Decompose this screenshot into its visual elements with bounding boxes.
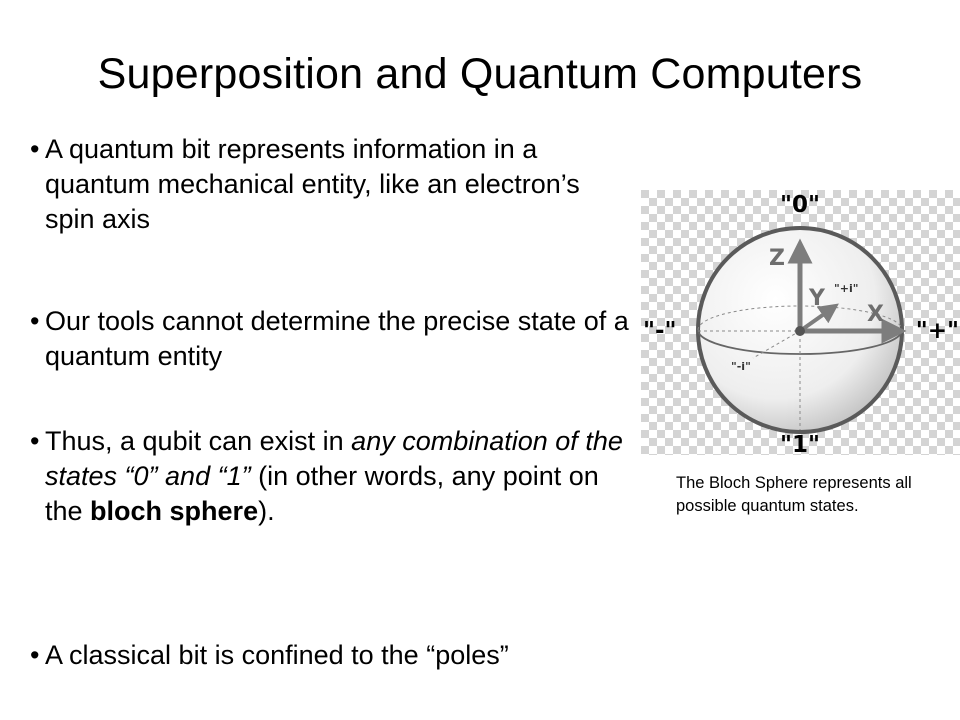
state-label-minus: "-" [643, 318, 677, 344]
state-label-plus-i: "+i" [834, 282, 858, 295]
bullet-marker: • [30, 306, 40, 336]
state-label-zero: "0" [780, 192, 820, 218]
axis-label-y: Y [808, 286, 826, 311]
axis-label-x: X [867, 302, 884, 327]
bullet-marker: • [30, 426, 40, 456]
state-label-one: "1" [780, 432, 820, 455]
axis-label-z: Z [769, 246, 785, 271]
bold-term: bloch sphere [90, 496, 259, 526]
bullet-text: Our tools cannot determine the precise s… [45, 306, 629, 371]
slide-title: Superposition and Quantum Computers [97, 50, 863, 98]
state-label-plus: "+" [916, 318, 959, 344]
y-axis-arrow [798, 303, 839, 333]
origin-dot [795, 326, 805, 336]
bullet-marker: • [30, 640, 40, 670]
emphasis-text: any combination of the states “0” and “1… [45, 426, 623, 491]
bullet-marker: • [30, 134, 40, 164]
bloch-sphere-diagram: "0" "1" "-" "+" Z Y X "+i" "-i" [641, 190, 960, 455]
diagram-caption: The Bloch Sphere represents all possible… [676, 474, 912, 515]
bullet-text-part: ). [258, 496, 275, 526]
bullet-text: A quantum bit represents information in … [45, 134, 580, 234]
bullet-text: Thus, a qubit can exist in any combinati… [45, 424, 635, 529]
bullet-text-part: Thus, a qubit can exist in [45, 426, 352, 456]
state-label-minus-i: "-i" [731, 360, 751, 373]
bullet-text-part: (in other words, any point on the [45, 461, 599, 526]
bullet-text: A classical bit is confined to the “pole… [45, 640, 509, 670]
